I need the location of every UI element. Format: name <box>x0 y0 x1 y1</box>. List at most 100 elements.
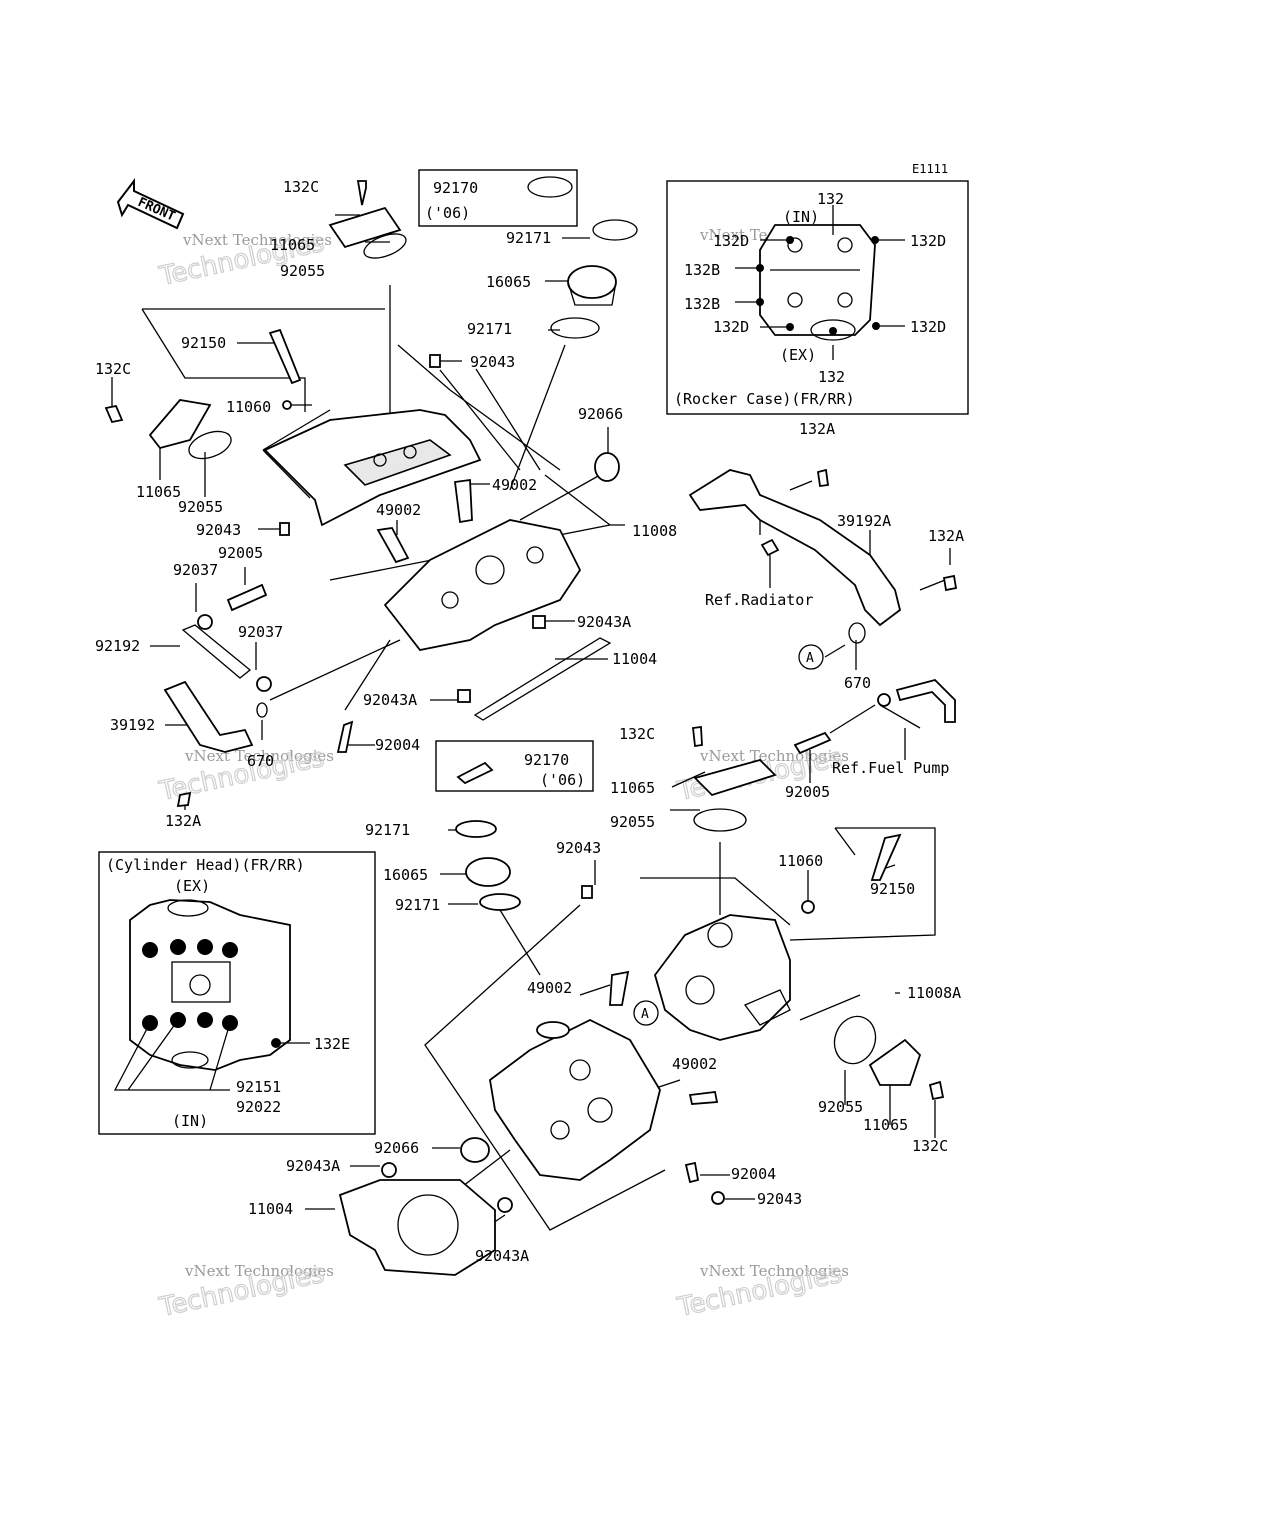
watermark-text: vNext Technologies <box>699 747 849 765</box>
part-label: 92170 <box>524 751 569 769</box>
part-label: 49002 <box>492 476 537 494</box>
part-label: 132C <box>283 178 319 196</box>
cylinder-head-inset <box>113 899 310 1091</box>
part-label: 92055 <box>610 813 655 831</box>
part-label: 39192 <box>110 716 155 734</box>
part-label: 132C <box>619 725 655 743</box>
rocker-top-label: 132 <box>817 190 844 208</box>
part-label: 92171 <box>365 821 410 839</box>
cylinder-head-title: (Cylinder Head)(FR/RR) <box>106 856 305 874</box>
cylinder-head-box <box>98 851 376 1135</box>
rocker-ex-label: (EX) <box>780 346 816 364</box>
rocker-d3-label: 132D <box>713 318 749 336</box>
part-label: ('06) <box>540 771 585 789</box>
part-label: 11004 <box>248 1200 293 1218</box>
part-labels: 132C 11065 92055 92170 ('06) 92171 16065… <box>95 178 964 1265</box>
rocker-case-title: (Rocker Case)(FR/RR) <box>674 390 855 408</box>
part-label: 16065 <box>486 273 531 291</box>
front-arrow-icon: FRONT <box>116 178 185 230</box>
part-label: 92037 <box>173 561 218 579</box>
cylinder-p1-label: 92151 <box>236 1078 281 1096</box>
part-label: 92043A <box>286 1157 340 1175</box>
diagram-code: E1111 <box>912 162 948 176</box>
part-label: 92170 <box>433 179 478 197</box>
cylinder-e-label: 132E <box>314 1035 350 1053</box>
water-pipe-part <box>688 469 902 627</box>
part-label: 39192A <box>837 512 891 530</box>
part-label: 92043 <box>757 1190 802 1208</box>
rocker-case-labels: 132 (IN) 132D 132D 132B 132B 132D 132D (… <box>674 190 946 408</box>
part-label: 92043A <box>363 691 417 709</box>
part-label: 92066 <box>374 1139 419 1157</box>
cylinder-head-labels: (Cylinder Head)(FR/RR) (EX) 132E 92151 9… <box>106 856 350 1130</box>
part-label: 49002 <box>527 979 572 997</box>
rocker-case-inset <box>735 205 905 360</box>
part-label: 11065 <box>863 1116 908 1134</box>
part-label: 49002 <box>672 1055 717 1073</box>
part-label: 11008A <box>907 984 961 1002</box>
part-label: 92171 <box>395 896 440 914</box>
part-label: 92171 <box>467 320 512 338</box>
part-label: Ref.Fuel Pump <box>832 759 949 777</box>
part-label: 11065 <box>136 483 181 501</box>
front-arrow-label: FRONT <box>135 195 177 225</box>
part-label: ('06) <box>425 204 470 222</box>
rocker-b1-label: 132B <box>684 261 720 279</box>
part-label: 92005 <box>218 544 263 562</box>
part-label: A <box>641 1007 649 1022</box>
part-label: 132C <box>95 360 131 378</box>
rocker-b2-label: 132B <box>684 295 720 313</box>
head-gasket-part <box>338 1179 496 1276</box>
rocker-in-label: (IN) <box>783 208 819 226</box>
inset-92170-top <box>418 169 578 227</box>
part-label: 92043 <box>556 839 601 857</box>
cylinder-p2-label: 92022 <box>236 1098 281 1116</box>
watermark-text: vNext Technologies <box>699 1262 849 1280</box>
part-label: 92171 <box>506 229 551 247</box>
part-label: 92037 <box>238 623 283 641</box>
part-label: 132A <box>799 420 835 438</box>
part-label: 670 <box>844 674 871 692</box>
rocker-case-box <box>666 180 969 415</box>
rocker-case-lower-part <box>654 914 791 1041</box>
part-label: 92055 <box>178 498 223 516</box>
watermark: vNext Technologies Technologies vNext Te… <box>156 226 849 1324</box>
part-label: 49002 <box>376 501 421 519</box>
water-pipe-assembly <box>688 468 958 832</box>
watermark-text: vNext Technologies <box>182 231 332 249</box>
cylinder-head-lower-part <box>489 1018 661 1181</box>
part-label: 11060 <box>778 852 823 870</box>
part-label: 92043 <box>470 353 515 371</box>
upper-assembly <box>104 176 638 808</box>
part-label: 92004 <box>731 1165 776 1183</box>
part-label: 132C <box>912 1137 948 1155</box>
part-label: 92192 <box>95 637 140 655</box>
cylinder-in-label: (IN) <box>172 1112 208 1130</box>
part-label: A <box>806 651 814 666</box>
part-label: 92005 <box>785 783 830 801</box>
left-cover-plate-part <box>148 399 212 450</box>
rocker-bottom-label: 132 <box>818 368 845 386</box>
lower-assembly <box>338 644 945 1276</box>
part-label: 11008 <box>632 522 677 540</box>
rocker-d4-label: 132D <box>910 318 946 336</box>
part-label: 670 <box>247 752 274 770</box>
part-label: 92055 <box>818 1098 863 1116</box>
part-label: 92055 <box>280 262 325 280</box>
part-label: 11060 <box>226 398 271 416</box>
part-label: 11004 <box>612 650 657 668</box>
part-label: 132A <box>165 812 201 830</box>
rocker-d2-label: 132D <box>910 232 946 250</box>
part-label: 92066 <box>578 405 623 423</box>
cylinder-ex-label: (EX) <box>174 877 210 895</box>
part-label: 92150 <box>181 334 226 352</box>
cylinder-head-part <box>383 519 582 651</box>
part-label: 92043A <box>577 613 631 631</box>
inset-92170-mid <box>435 740 594 792</box>
part-label: 92043 <box>196 521 241 539</box>
part-label: 92043A <box>475 1247 529 1265</box>
part-label: 11065 <box>610 779 655 797</box>
cover-plate-part <box>328 206 402 249</box>
part-label: 11065 <box>270 236 315 254</box>
